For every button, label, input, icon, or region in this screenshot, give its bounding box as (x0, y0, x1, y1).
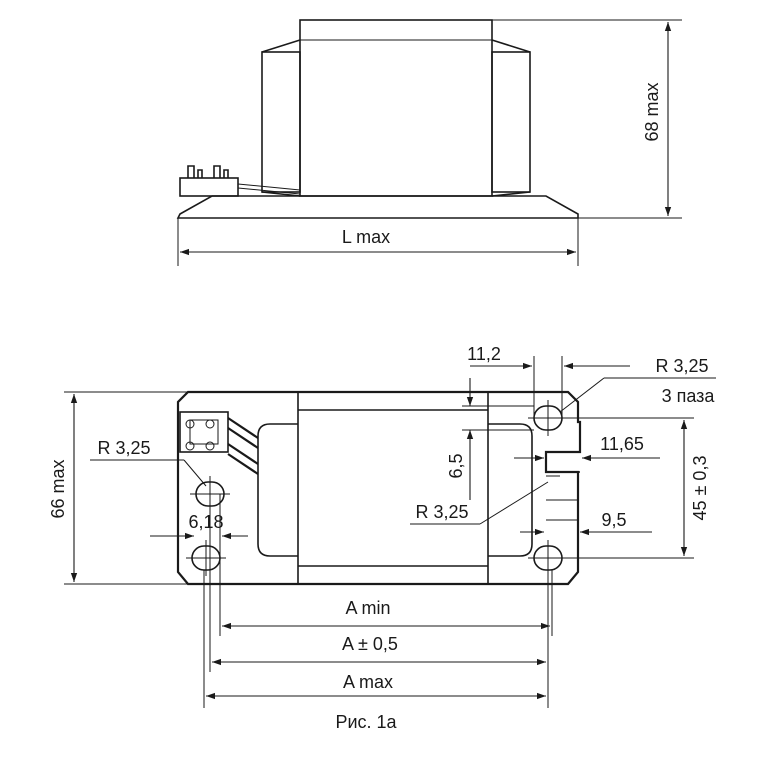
side-terminal-pin-left-2 (197, 169, 203, 178)
top-coil-right (488, 423, 533, 557)
top-terminal-pin-1 (185, 419, 195, 429)
figure-caption: Рис. 1а (335, 712, 397, 732)
top-wires (227, 417, 259, 475)
a-label: A ± 0,5 (342, 634, 398, 654)
side-coil-left-bottom (261, 191, 301, 197)
left-radius-leader-diag (183, 459, 207, 487)
side-core (299, 19, 493, 197)
top-core (297, 391, 489, 585)
top-height-label: 66 max (48, 459, 68, 518)
top-terminal-pin-4 (205, 441, 215, 451)
top-terminal-pin-2 (205, 419, 215, 429)
width-label: 11,65 (600, 434, 644, 454)
side-base-plate (176, 195, 579, 219)
slot-offset-label: 6,5 (446, 453, 466, 478)
side-view: 68 max L max (176, 19, 682, 266)
side-terminal-pin-left (187, 165, 195, 178)
top-right-slot-inner (546, 475, 578, 521)
top-right-slot (545, 451, 580, 473)
top-view: 66 max 11,2 R 3,25 3 паза 6,5 11,65 45 ±… (48, 344, 716, 732)
a-min-label: A min (345, 598, 390, 618)
side-coil-right-top (491, 39, 531, 53)
mid-radius-label: R 3,25 (415, 502, 468, 522)
a-max-label: A max (343, 672, 393, 692)
side-coil-left (261, 51, 301, 193)
slot-left-upper (190, 476, 230, 512)
hole-spacing-label: 45 ± 0,3 (690, 456, 710, 521)
side-coil-right-bottom (491, 191, 531, 197)
slot-count-label: 3 паза (662, 386, 716, 406)
side-coil-right (491, 51, 531, 193)
top-coil-left (257, 423, 298, 557)
side-terminal-block (179, 177, 239, 197)
side-length-label: L max (342, 227, 390, 247)
side-coil-left-top (261, 39, 301, 53)
slot-radius-label: R 3,25 (655, 356, 708, 376)
side-terminal-pin-right (213, 165, 221, 178)
left-radius-label: R 3,25 (97, 438, 150, 458)
mid-radius-leader (479, 481, 549, 525)
side-terminal-pin-right-2 (223, 169, 229, 178)
top-terminal-block (179, 411, 229, 453)
slot-spacing-label: 11,2 (467, 344, 501, 364)
slot-radius-leader (559, 377, 605, 413)
hole-label: 6,18 (188, 512, 223, 532)
slot-width-label: 9,5 (601, 510, 626, 530)
side-height-label: 68 max (642, 82, 662, 141)
top-terminal-pin-3 (185, 441, 195, 451)
side-wires (237, 183, 301, 195)
top-terminal-inner (189, 419, 219, 445)
